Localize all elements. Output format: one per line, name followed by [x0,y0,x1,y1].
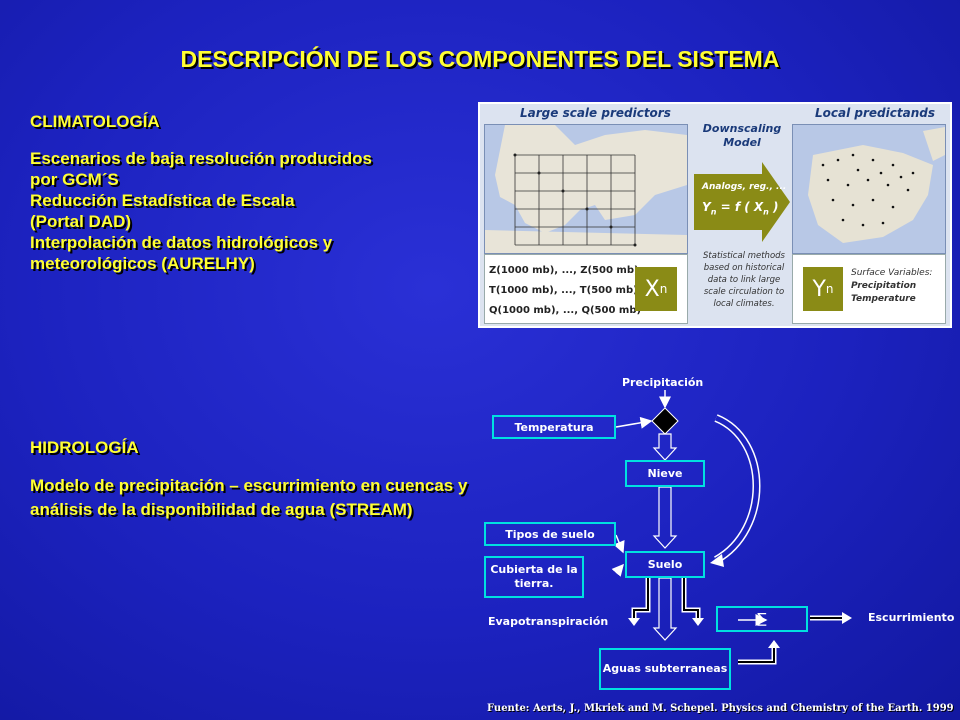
analogs-label: Analogs, reg., ... [702,182,787,192]
model-arrow-icon [694,162,790,242]
node-nieve: Nieve [625,460,705,487]
model-equation: Yn = f ( Xn ) [702,200,779,217]
hidrologia-heading: HIDROLOGÍA [30,438,139,457]
statistical-methods-text: Statistical methods based on historical … [703,251,785,309]
clim-line: Escenarios de baja resolución producidos [30,149,372,168]
iberia-station-map [792,124,946,254]
clim-line: meteorológicos (AURELHY) [30,254,255,273]
europe-grid-map [484,124,688,254]
downscaling-figure: Large scale predictors Z(1000 mb), ..., … [478,102,952,328]
node-escurrimiento: Escurrimiento [868,611,955,624]
node-temperatura: Temperatura [492,415,616,439]
surface-variables: Surface Variables: Precipitation Tempera… [851,268,933,304]
node-sigma: ∑ [716,606,808,632]
source-citation: Fuente: Aerts, J., Mkriek and M. Schepel… [487,703,954,714]
clim-line: (Portal DAD) [30,212,132,231]
local-predictands-title: Local predictands [815,106,935,120]
climatologia-heading: CLIMATOLOGÍA [30,112,160,131]
flowchart-connectors [611,390,852,665]
predictor-row: T(1000 mb), ..., T(500 mb); [489,285,642,296]
predictor-row: Z(1000 mb), ..., Z(500 mb); [489,265,643,276]
slide-title: DESCRIPCIÓN DE LOS COMPONENTES DEL SISTE… [180,46,780,72]
hydrology-flowchart: Precipitación Temperatura Nieve Tipos de… [470,360,960,700]
node-tipos-suelo: Tipos de suelo [484,522,616,546]
large-scale-title: Large scale predictors [520,106,671,120]
node-suelo: Suelo [625,551,705,578]
clim-line: Reducción Estadística de Escala [30,191,295,210]
node-evapotranspiracion: Evapotranspiración [488,615,609,628]
hidrologia-text: Modelo de precipitación – escurrimiento … [30,476,468,519]
downscaling-model-title: Downscaling Model [702,122,782,149]
node-cubierta: Cubierta de la tierra. [484,556,584,598]
clim-line: Interpolación de datos hidrológicos y [30,233,333,252]
predictors-box: Z(1000 mb), ..., Z(500 mb); T(1000 mb), … [484,254,688,324]
node-precipitacion: Precipitación [622,376,704,389]
node-aguas-subterraneas: Aguas subterraneas [599,648,731,690]
predictor-row: Q(1000 mb), ..., Q(500 mb) [489,305,642,316]
clim-line: por GCM´S [30,170,119,189]
climatologia-text: Escenarios de baja resolución producidos… [30,148,470,274]
